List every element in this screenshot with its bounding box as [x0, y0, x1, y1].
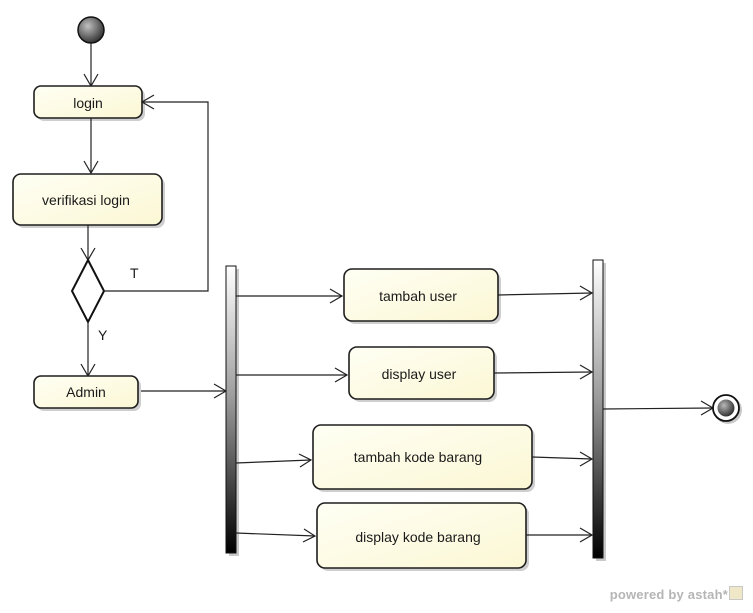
edge-fork-display-kode [235, 528, 317, 543]
watermark-text: powered by astah* [609, 587, 728, 602]
join-bar [592, 259, 606, 561]
decision-node [70, 257, 106, 325]
edge-verifikasi-decision [80, 225, 96, 262]
edge-display-user-join [493, 364, 594, 380]
edge-join-end [602, 400, 715, 416]
fork-bar [225, 265, 239, 556]
edge-admin-fork [141, 383, 228, 399]
watermark: powered by astah* [610, 586, 743, 602]
edge-tambah-user-join [497, 285, 594, 301]
action-admin: Admin [33, 375, 141, 411]
edge-decision-admin-true [80, 322, 96, 378]
astah-logo-icon [729, 586, 743, 600]
action-tambah-user-label: tambah user [379, 288, 457, 304]
guard-false-label: T [130, 265, 139, 281]
edge-login-verifikasi [83, 118, 99, 175]
action-display-user: display user [348, 346, 497, 402]
edge-fork-tambah-user [236, 288, 344, 304]
edge-fork-tambah-kode [235, 453, 313, 468]
action-verifikasi-login: verifikasi login [12, 173, 165, 228]
action-display-user-label: display user [382, 366, 457, 382]
action-tambah-kode-barang-label: tambah kode barang [354, 449, 482, 465]
edge-tambah-kode-join [531, 451, 594, 467]
action-tambah-user: tambah user [343, 268, 501, 324]
action-admin-label: Admin [66, 384, 106, 400]
edge-fork-display-user [236, 367, 349, 383]
initial-node [77, 16, 105, 44]
edge-start-login [83, 43, 99, 88]
edge-display-kode-join [526, 527, 594, 543]
action-login: login [33, 85, 145, 121]
action-tambah-kode-barang: tambah kode barang [312, 424, 535, 492]
final-node [712, 394, 742, 424]
action-display-kode-barang-label: display kode barang [355, 529, 480, 545]
edge-decision-login-false [104, 94, 209, 292]
action-login-label: login [73, 95, 103, 111]
guard-true-label: Y [98, 327, 108, 343]
action-display-kode-barang: display kode barang [316, 502, 529, 571]
action-verifikasi-login-label: verifikasi login [42, 192, 130, 208]
